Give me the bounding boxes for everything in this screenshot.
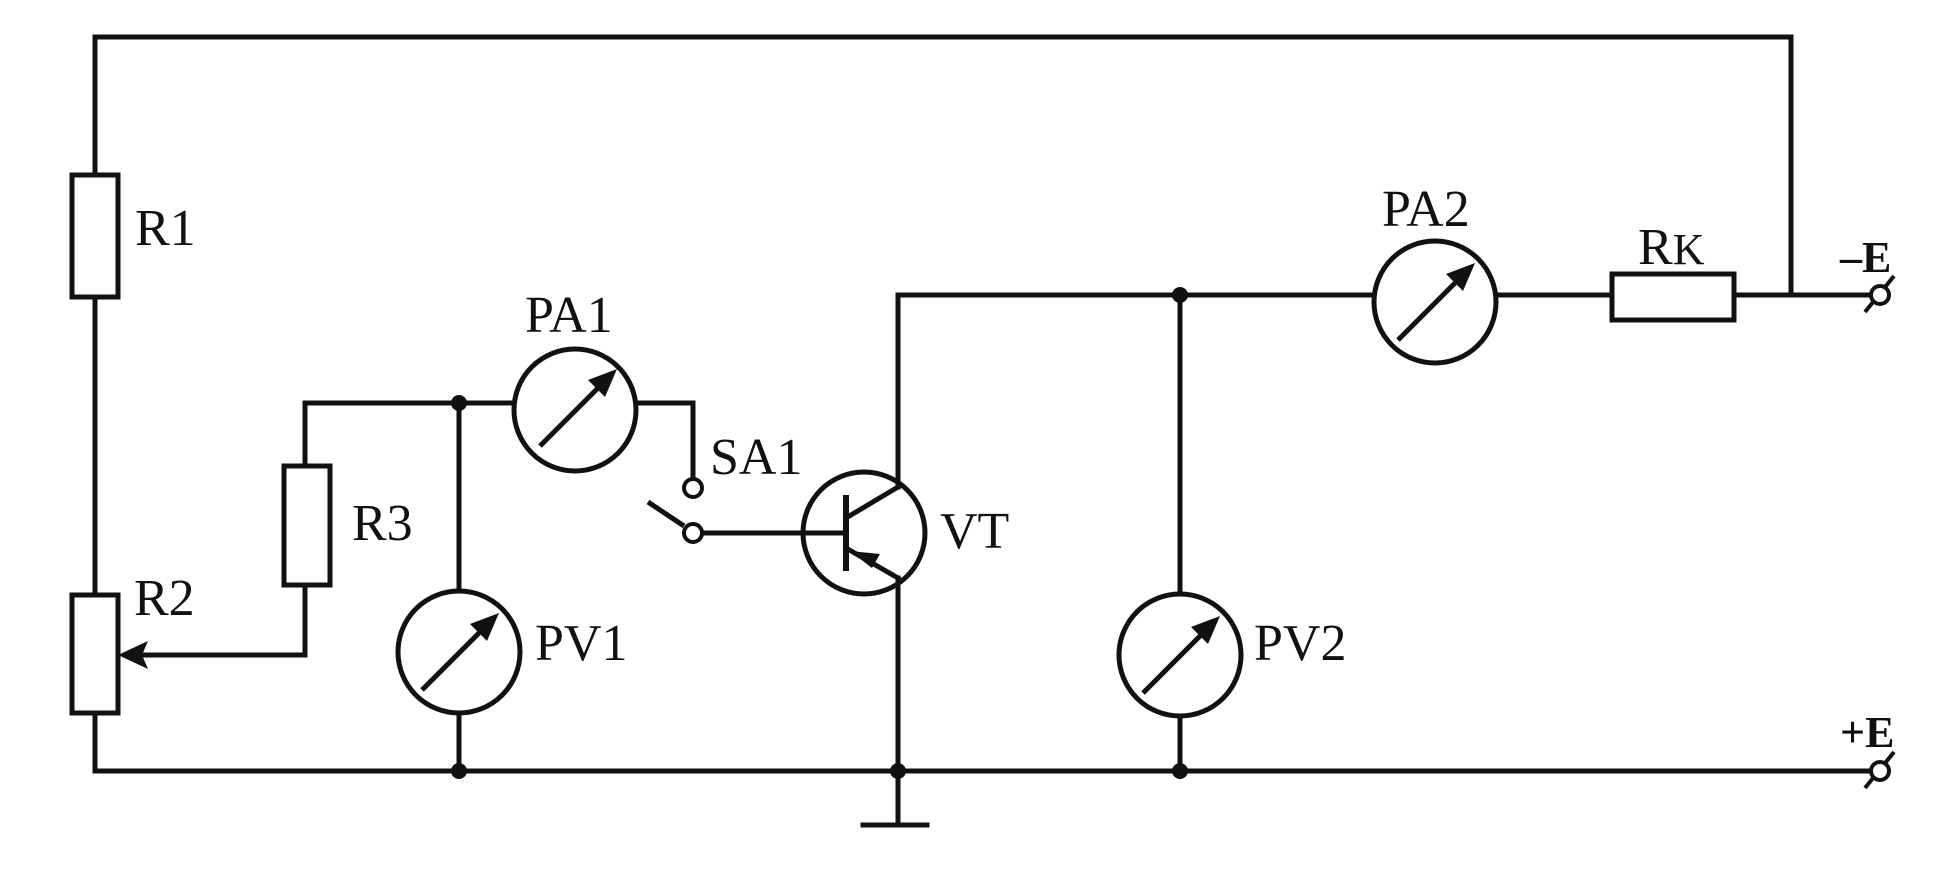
label-neg-e: –E	[1839, 233, 1891, 282]
ammeter-pa1	[511, 346, 639, 474]
label-pos-e: +E	[1840, 708, 1894, 757]
wire-pa1-right	[634, 400, 696, 481]
voltmeter-pv1	[395, 588, 523, 716]
terminal-neg-e	[1863, 274, 1896, 314]
label-vt: VT	[940, 503, 1009, 560]
node-pv1-top	[451, 395, 467, 411]
node-pv1-bottom	[451, 763, 467, 779]
label-pv2: PV2	[1254, 615, 1346, 672]
label-pv1: PV1	[535, 615, 627, 672]
wires	[92, 34, 1871, 828]
wire-r3-top	[302, 400, 462, 469]
label-pa1: PA1	[525, 287, 613, 344]
terminal-pos-e	[1863, 750, 1896, 790]
resistor-r1	[69, 172, 121, 300]
label-r2: R2	[134, 570, 195, 627]
label-rk: RK	[1638, 219, 1705, 276]
switch-sa1	[646, 477, 704, 544]
resistor-rk	[1609, 271, 1737, 323]
node-pv2-bottom	[1172, 763, 1188, 779]
junction-nodes	[451, 287, 1188, 779]
wire-r2-slider	[127, 582, 308, 658]
label-r1: R1	[135, 200, 196, 257]
label-rk-sub: K	[1673, 225, 1705, 274]
label-pa2: PA2	[1382, 181, 1470, 238]
potentiometer-r2	[69, 592, 175, 716]
voltmeter-pv2	[1116, 591, 1244, 719]
node-pv2-top	[1172, 287, 1188, 303]
transistor-vt	[800, 467, 928, 598]
label-sa1: SA1	[710, 429, 802, 486]
wire-top-rail	[92, 34, 1794, 298]
resistor-r3	[281, 463, 333, 588]
ammeter-pa2	[1371, 238, 1499, 366]
node-emitter-bottom	[890, 763, 906, 779]
wire-collector	[895, 292, 1378, 490]
label-r3: R3	[352, 495, 413, 552]
label-rk-main: R	[1638, 219, 1673, 276]
